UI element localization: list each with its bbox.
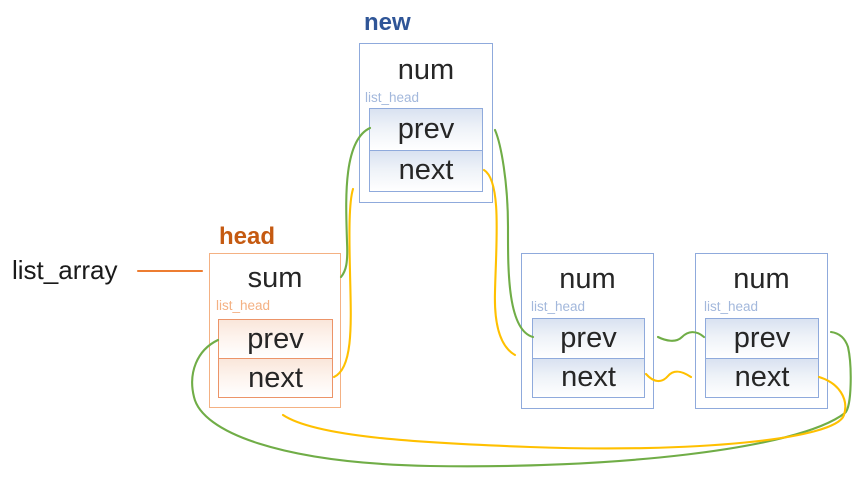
node-head-next-field: next (219, 358, 332, 397)
node-num3-listhead-label: list_head (704, 299, 759, 314)
node-new: num list_head prev next (359, 43, 493, 203)
node-new-next-field: next (370, 149, 482, 191)
node-new-title: num (397, 54, 455, 86)
node-num2: num list_head prev next (521, 253, 654, 409)
node-new-listhead-struct: prev next (369, 108, 483, 192)
node-head-title: sum (247, 262, 303, 294)
node-num2-prev-field: prev (533, 319, 644, 358)
node-num3: num list_head prev next (695, 253, 828, 409)
node-head-listhead-struct: prev next (218, 319, 333, 398)
node-num2-listhead-label: list_head (531, 299, 586, 314)
list-array-label: list_array (12, 255, 118, 285)
node-head-prev-field: prev (219, 320, 332, 358)
node-num2-listhead-struct: prev next (532, 318, 645, 398)
node-new-listhead-label: list_head (365, 90, 420, 105)
node-num3-prev-field: prev (706, 319, 818, 358)
node-head: sum list_head prev next (209, 253, 341, 408)
node-num3-listhead-struct: prev next (705, 318, 819, 398)
node-num2-title: num (559, 263, 616, 295)
node-head-listhead-label: list_head (216, 298, 271, 313)
head-node-label: head (219, 223, 276, 250)
node-new-prev-field: prev (370, 109, 482, 150)
node-num2-next-field: next (533, 357, 644, 397)
new-node-label: new (364, 9, 411, 36)
node-num3-next-field: next (706, 357, 818, 397)
node-num3-title: num (733, 263, 790, 295)
